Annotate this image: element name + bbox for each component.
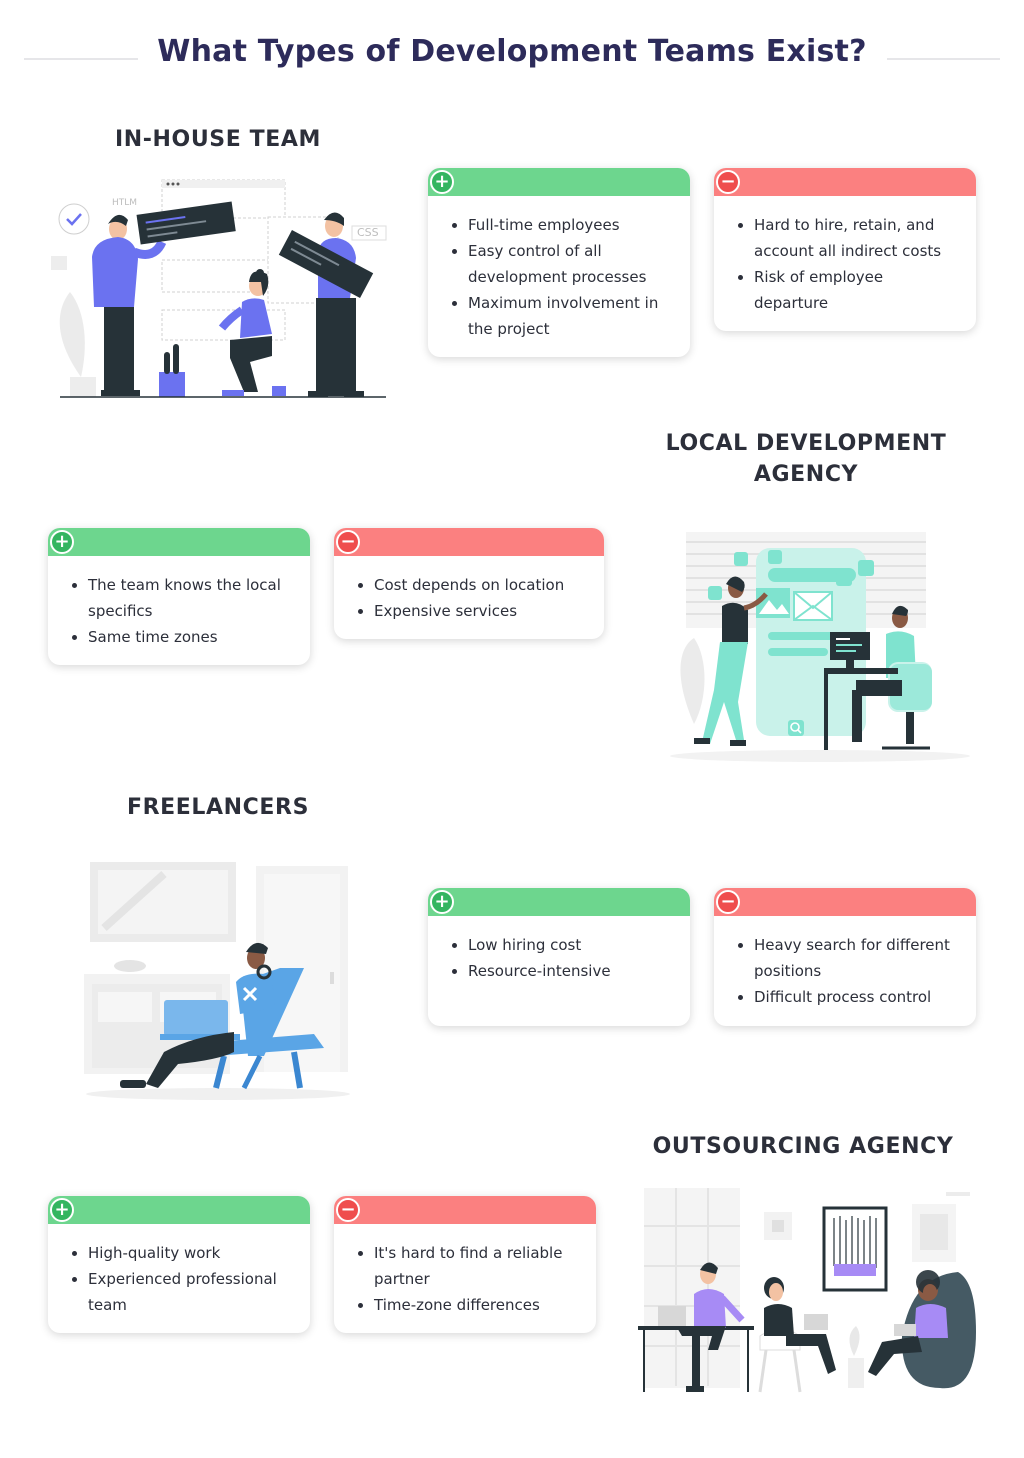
list-item: Low hiring cost bbox=[448, 932, 672, 958]
pros-list: High-quality work Experienced profession… bbox=[48, 1224, 310, 1332]
pros-header: + bbox=[48, 1196, 310, 1224]
outsourcing-pros-card: + High-quality work Experienced professi… bbox=[48, 1196, 310, 1333]
pros-list: The team knows the local specifics Same … bbox=[48, 556, 310, 664]
list-item: Hard to hire, retain, and account all in… bbox=[734, 212, 958, 264]
list-item: Easy control of all development processe… bbox=[448, 238, 672, 290]
cons-header: − bbox=[714, 888, 976, 916]
list-item: Risk of employee departure bbox=[734, 264, 958, 316]
freelancers-pros-card: + Low hiring cost Resource-intensive bbox=[428, 888, 690, 1026]
css-label: CSS bbox=[357, 226, 379, 239]
list-item: Expensive services bbox=[354, 598, 586, 624]
cactus-icon bbox=[159, 344, 185, 397]
list-item: Resource-intensive bbox=[448, 958, 672, 984]
local-agency-cons-card: − Cost depends on location Expensive ser… bbox=[334, 528, 604, 639]
section-heading-freelancers: FREELANCERS bbox=[126, 795, 310, 820]
image-icon bbox=[756, 588, 790, 618]
local-agency-pros-card: + The team knows the local specifics Sam… bbox=[48, 528, 310, 665]
list-item: Time-zone differences bbox=[354, 1292, 578, 1318]
pros-list: Low hiring cost Resource-intensive bbox=[428, 916, 690, 998]
in-house-team-illustration: HTLM CSS bbox=[51, 179, 387, 398]
checkmark-icon bbox=[58, 203, 90, 235]
cons-header: − bbox=[714, 168, 976, 196]
minus-icon: − bbox=[716, 170, 740, 194]
code-icon bbox=[830, 632, 870, 668]
mail-icon bbox=[793, 591, 833, 621]
code-panel bbox=[278, 230, 374, 298]
section-heading-in-house: IN-HOUSE TEAM bbox=[115, 127, 321, 152]
list-item: The team knows the local specifics bbox=[68, 572, 292, 624]
section-heading-outsourcing: OUTSOURCING AGENCY bbox=[652, 1134, 954, 1159]
cons-header: − bbox=[334, 1196, 596, 1224]
list-item: It's hard to find a reliable partner bbox=[354, 1240, 578, 1292]
list-item: Cost depends on location bbox=[354, 572, 586, 598]
cons-list: Hard to hire, retain, and account all in… bbox=[714, 196, 976, 330]
minus-icon: − bbox=[716, 890, 740, 914]
list-item: Maximum involvement in the project bbox=[448, 290, 672, 342]
freelancers-illustration bbox=[84, 862, 350, 1100]
in-house-cons-card: − Hard to hire, retain, and account all … bbox=[714, 168, 976, 331]
outsourcing-agency-illustration bbox=[638, 1188, 976, 1393]
plus-icon: + bbox=[430, 890, 454, 914]
plus-icon: + bbox=[430, 170, 454, 194]
list-item: Experienced professional team bbox=[68, 1266, 292, 1318]
minus-icon: − bbox=[336, 530, 360, 554]
plus-icon: + bbox=[50, 530, 74, 554]
list-item: Full-time employees bbox=[448, 212, 672, 238]
list-item: High-quality work bbox=[68, 1240, 292, 1266]
list-item: Same time zones bbox=[68, 624, 292, 650]
list-item: Difficult process control bbox=[734, 984, 958, 1010]
title-divider-left bbox=[24, 58, 138, 60]
local-agency-illustration bbox=[670, 532, 970, 762]
search-icon bbox=[788, 720, 804, 736]
title-divider-right bbox=[887, 58, 1000, 60]
heading-line: LOCAL DEVELOPMENT bbox=[665, 431, 947, 456]
cons-header: − bbox=[334, 528, 604, 556]
pros-header: + bbox=[428, 888, 690, 916]
in-house-pros-card: + Full-time employees Easy control of al… bbox=[428, 168, 690, 357]
heading-line: AGENCY bbox=[753, 462, 859, 487]
minus-icon: − bbox=[336, 1198, 360, 1222]
cons-list: Heavy search for different positions Dif… bbox=[714, 916, 976, 1024]
htlm-label: HTLM bbox=[112, 198, 137, 208]
pros-list: Full-time employees Easy control of all … bbox=[428, 196, 690, 356]
page-title: What Types of Development Teams Exist? bbox=[157, 34, 867, 69]
code-panel bbox=[136, 201, 236, 245]
outsourcing-cons-card: − It's hard to find a reliable partner T… bbox=[334, 1196, 596, 1333]
plant-icon bbox=[59, 292, 96, 397]
freelancers-cons-card: − Heavy search for different positions D… bbox=[714, 888, 976, 1026]
pros-header: + bbox=[428, 168, 690, 196]
section-heading-local-agency: LOCAL DEVELOPMENT AGENCY bbox=[636, 428, 976, 490]
list-item: Heavy search for different positions bbox=[734, 932, 958, 984]
cons-list: It's hard to find a reliable partner Tim… bbox=[334, 1224, 596, 1332]
pros-header: + bbox=[48, 528, 310, 556]
plus-icon: + bbox=[50, 1198, 74, 1222]
cons-list: Cost depends on location Expensive servi… bbox=[334, 556, 604, 638]
